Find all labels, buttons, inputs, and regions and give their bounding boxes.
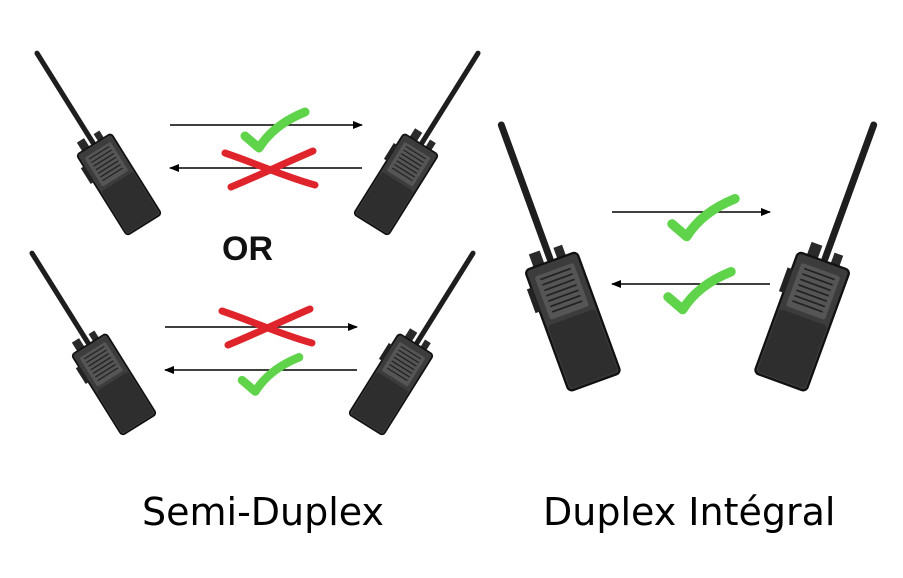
radio-icon-top-left bbox=[14, 39, 163, 239]
green-check-icon bbox=[245, 112, 305, 148]
red-cross-icon bbox=[225, 151, 315, 187]
radio-icon-top-right bbox=[349, 37, 498, 237]
green-check-icon bbox=[672, 199, 735, 237]
or-label: OR bbox=[222, 230, 273, 268]
full-duplex-caption: Duplex Intégral bbox=[543, 490, 836, 534]
radio-icon-duplex-right bbox=[748, 109, 902, 393]
green-check-icon bbox=[242, 357, 299, 391]
radio-icon-bottom-left bbox=[9, 239, 158, 439]
green-check-icon bbox=[668, 272, 731, 310]
radio-icon-duplex-left bbox=[468, 111, 622, 395]
semi-duplex-caption: Semi-Duplex bbox=[142, 490, 385, 534]
radio-icon-bottom-right bbox=[344, 237, 493, 437]
